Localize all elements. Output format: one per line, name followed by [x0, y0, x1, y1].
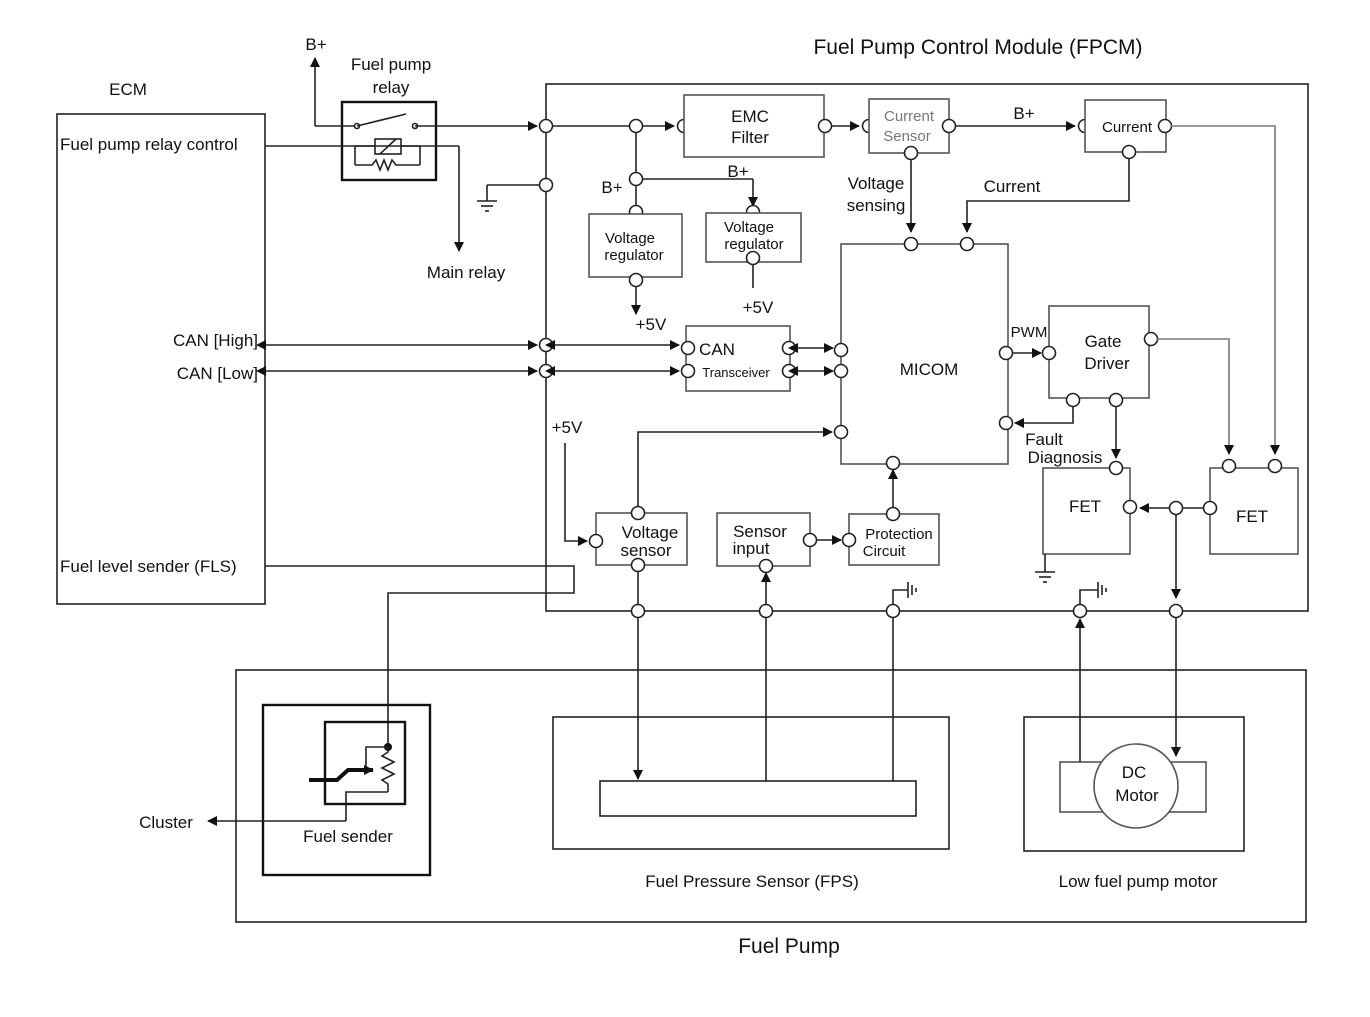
fuel-pump-box	[235, 669, 1307, 923]
vreg2-label-2: regulator	[724, 236, 783, 253]
ecm-label: ECM	[109, 80, 147, 99]
emc-label-2: Filter	[731, 128, 769, 147]
relay-label-2: relay	[373, 78, 410, 97]
fuel-sender-outer	[261, 703, 432, 877]
fet-left	[1042, 467, 1131, 555]
b-plus-left-label: B+	[601, 178, 622, 197]
can-transceiver	[685, 325, 791, 392]
prot-label-1: Protection	[865, 526, 933, 543]
dc-motor	[1093, 743, 1179, 829]
fet-left-label: FET	[1069, 497, 1101, 516]
micom-label: MICOM	[900, 360, 959, 379]
current-sensor-label-2: Sensor	[883, 128, 931, 145]
fls-label: Fuel level sender (FLS)	[60, 557, 237, 576]
can-label-1: CAN	[699, 340, 735, 359]
gate-label-1: Gate	[1085, 332, 1122, 351]
fps-label: Fuel Pressure Sensor (FPS)	[645, 872, 859, 891]
ecm-box	[56, 113, 266, 605]
fps-box	[552, 716, 950, 850]
relay-label-1: Fuel pump	[351, 55, 431, 74]
gate-driver	[1048, 305, 1150, 399]
sinput-label-1: Sensor	[733, 522, 787, 541]
fuel-pump-title: Fuel Pump	[738, 935, 840, 958]
plus5v-label-2: +5V	[743, 298, 774, 317]
prot-label-2: Circuit	[863, 543, 906, 560]
plus5v-label-3: +5V	[552, 418, 583, 437]
emc-filter	[683, 94, 825, 158]
vreg1-label-2: regulator	[604, 247, 663, 264]
gate-label-2: Driver	[1084, 354, 1130, 373]
micom-box	[840, 243, 1009, 465]
current-sensor-label-1: Current	[884, 108, 935, 125]
plus5v-label-1: +5V	[636, 315, 667, 334]
b-plus-right-label: B+	[1013, 104, 1034, 123]
current-box-label: Current	[1102, 119, 1153, 136]
sensor-input	[716, 512, 811, 567]
vreg2-label-1: Voltage	[724, 219, 774, 236]
pwm-label: PWM	[1011, 324, 1048, 341]
fuel-sender-inner	[323, 720, 407, 806]
sinput-label-2: input	[733, 539, 770, 558]
fault-label-2: Diagnosis	[1028, 448, 1103, 467]
vsensor-label-2: sensor	[620, 541, 671, 560]
can-low-label: CAN [Low]	[177, 364, 258, 383]
fuel-pump-relay	[340, 100, 438, 182]
vsensor-label-1: Voltage	[622, 523, 679, 542]
b-plus-top-label: B+	[305, 35, 326, 54]
motor-label: Low fuel pump motor	[1059, 872, 1218, 891]
current-box	[1084, 99, 1167, 153]
main-relay-label: Main relay	[427, 263, 506, 282]
dc-label-1: DC	[1122, 763, 1147, 782]
cluster-label: Cluster	[139, 813, 193, 832]
fet-right-label: FET	[1236, 507, 1268, 526]
can-high-label: CAN [High]	[173, 331, 258, 350]
current-signal-label: Current	[984, 177, 1041, 196]
can-label-2: Transceiver	[702, 365, 770, 380]
relay-control-label: Fuel pump relay control	[60, 135, 238, 154]
fpcm-title: Fuel Pump Control Module (FPCM)	[813, 36, 1142, 59]
emc-label-1: EMC	[731, 107, 769, 126]
voltage-regulator-1	[588, 213, 683, 278]
b-plus-mid-label: B+	[727, 162, 748, 181]
fps-element	[599, 780, 917, 817]
vreg1-label-1: Voltage	[605, 230, 655, 247]
voltage-sensing-label-1: Voltage	[848, 174, 905, 193]
fuel-sender-label: Fuel sender	[303, 827, 393, 846]
voltage-sensing-label-2: sensing	[847, 196, 906, 215]
fault-label-1: Fault	[1025, 430, 1063, 449]
dc-label-2: Motor	[1115, 786, 1159, 805]
motor-box	[1023, 716, 1245, 852]
